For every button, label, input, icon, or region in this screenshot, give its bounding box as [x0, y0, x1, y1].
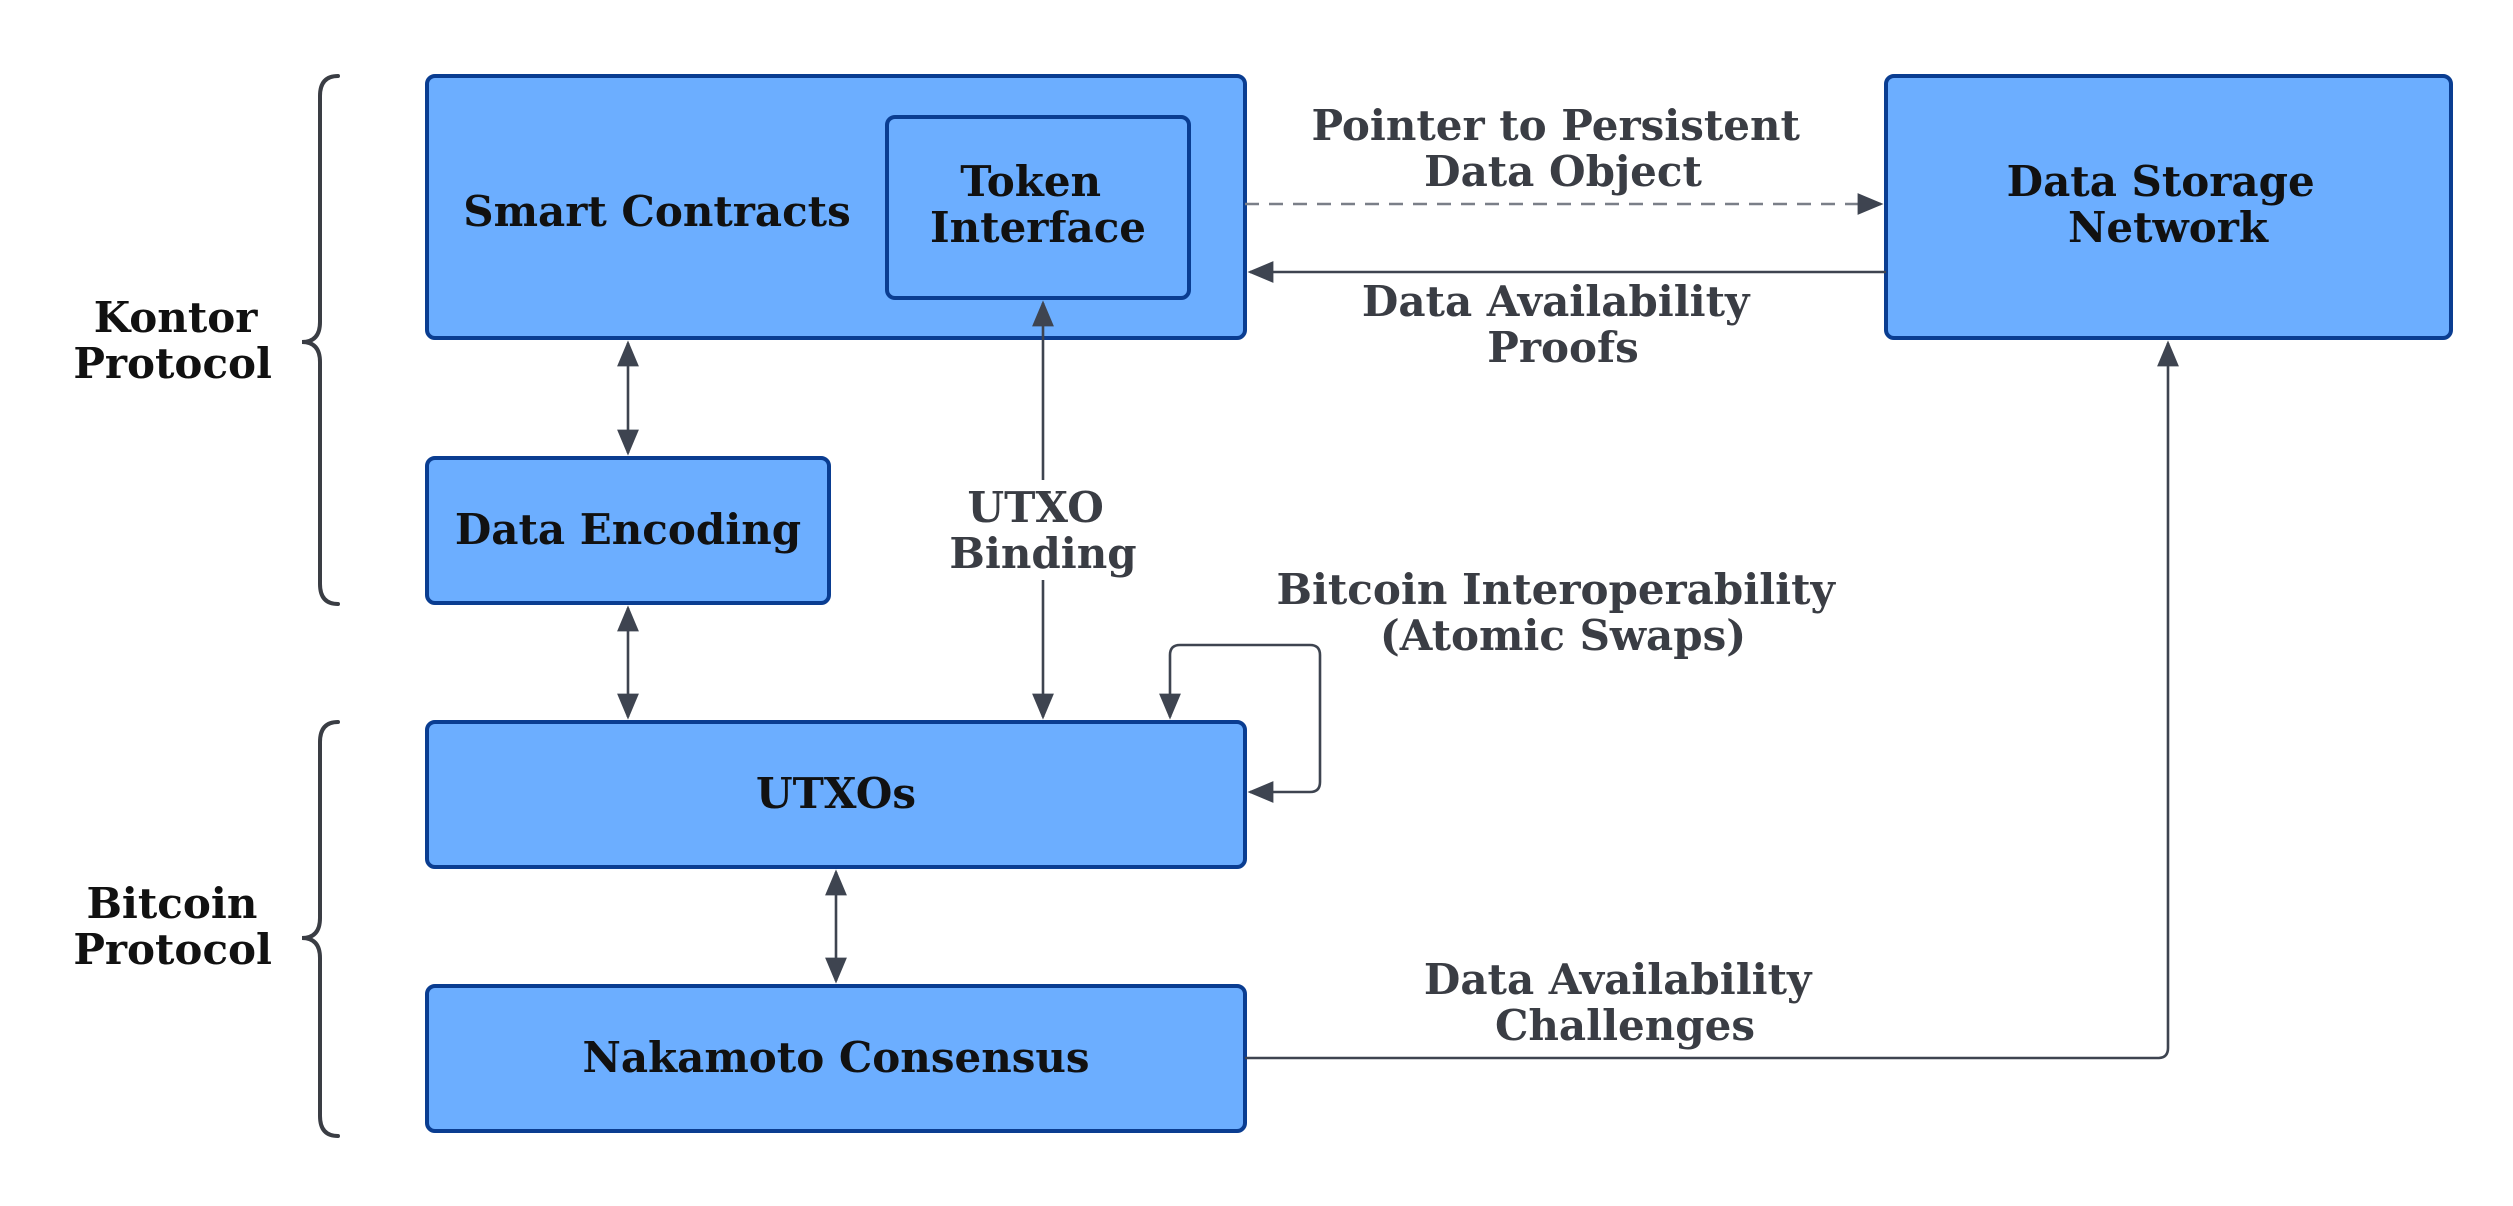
- data-encoding-label: Data Encoding: [455, 505, 801, 554]
- token-interface-label: Token Interface: [930, 157, 1146, 252]
- data-storage-network-label-line1: Data Storage: [2007, 157, 2315, 206]
- challenges-label: Data Availability Challenges: [1424, 955, 1826, 1050]
- nakamoto-consensus-node[interactable]: Nakamoto Consensus: [425, 984, 1247, 1133]
- utxo-binding-label: UTXO Binding: [949, 483, 1136, 578]
- data-encoding-node[interactable]: Data Encoding: [425, 456, 831, 605]
- bitcoin-protocol-brace: [301, 720, 340, 1138]
- interop-label-line1: Bitcoin Interoperability: [1276, 565, 1836, 614]
- data-storage-network-node[interactable]: Data Storage Network: [1884, 74, 2453, 340]
- data-storage-network-label-line2: Network: [2068, 203, 2269, 252]
- proofs-label: Data Availability Proofs: [1362, 277, 1764, 372]
- utxos-node[interactable]: UTXOs: [425, 720, 1247, 869]
- kontor-protocol-label: Kontor Protocol: [73, 293, 272, 388]
- nakamoto-consensus-label: Nakamoto Consensus: [582, 1033, 1089, 1082]
- bitcoin-protocol-label: Bitcoin Protocol: [73, 879, 272, 974]
- challenges-arrow: [1245, 340, 2179, 1060]
- challenges-label-line2: Challenges: [1495, 1001, 1755, 1050]
- smart-contracts-label: Smart Contracts: [463, 187, 850, 236]
- challenges-label-line1: Data Availability: [1424, 955, 1813, 1004]
- proofs-label-line2: Proofs: [1487, 323, 1638, 372]
- bitcoin-protocol-label-line1: Bitcoin: [86, 879, 257, 928]
- utxo-binding-label-line1: UTXO: [968, 483, 1104, 532]
- interop-label-line2: (Atomic Swaps): [1380, 611, 1746, 660]
- proofs-label-line1: Data Availability: [1362, 277, 1751, 326]
- kontor-protocol-label-line2: Protocol: [73, 339, 272, 388]
- utxo-binding-label-line2: Binding: [949, 529, 1136, 578]
- token-interface-label-line2: Interface: [930, 203, 1146, 252]
- pointer-label-line1: Pointer to Persistent: [1311, 101, 1800, 150]
- kontor-protocol-label-line1: Kontor: [94, 293, 259, 342]
- token-interface-node[interactable]: Token Interface: [885, 115, 1191, 300]
- interop-label: Bitcoin Interoperability (Atomic Swaps): [1276, 565, 1849, 660]
- bitcoin-protocol-label-line2: Protocol: [73, 925, 272, 974]
- atomic-swaps-loop-arrow: [1159, 643, 1322, 803]
- kontor-protocol-brace: [301, 74, 340, 606]
- token-interface-label-line1: Token: [960, 157, 1101, 206]
- pointer-label: Pointer to Persistent Data Object: [1311, 101, 1814, 196]
- data-storage-network-label: Data Storage Network: [2007, 157, 2330, 252]
- utxos-label: UTXOs: [756, 769, 916, 818]
- pointer-label-line2: Data Object: [1424, 147, 1702, 196]
